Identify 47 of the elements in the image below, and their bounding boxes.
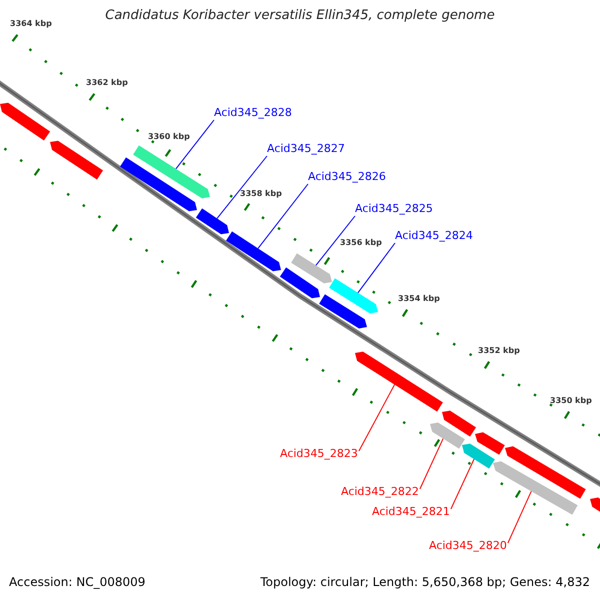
gene-block <box>442 410 476 437</box>
gene-label: Acid345_2821 <box>372 505 450 519</box>
gene-block <box>493 461 578 515</box>
gene-block <box>280 267 320 298</box>
gene-block <box>329 278 378 314</box>
scale-label: 3352 kbp <box>478 345 520 357</box>
accession-text: Accession: NC_008009 <box>9 575 146 589</box>
scale-label: 3358 kbp <box>240 188 282 200</box>
genome-info-text: Topology: circular; Length: 5,650,368 bp; Genes: 4,832 <box>260 575 590 589</box>
gene-label: Acid345_2824 <box>395 229 473 243</box>
scale-label: 3356 kbp <box>340 237 382 249</box>
scale-label: 3362 kbp <box>86 77 128 89</box>
scale-label: 3350 kbp <box>550 395 592 407</box>
leader-line <box>258 184 308 249</box>
gene-block <box>120 157 197 212</box>
gene-block <box>430 422 465 449</box>
gene-block <box>226 231 281 272</box>
scale-label: 3360 kbp <box>148 131 190 143</box>
gene-block <box>319 294 367 328</box>
leader-line <box>315 216 356 266</box>
gene-block <box>355 352 443 412</box>
gene-label: Acid345_2828 <box>214 106 292 120</box>
scale-label: 3354 kbp <box>398 293 440 305</box>
leader-line <box>507 490 532 544</box>
gene-block <box>291 253 332 284</box>
gene-block <box>462 444 495 469</box>
gene-block <box>196 208 229 234</box>
gene-block <box>590 498 600 514</box>
leader-line <box>450 458 475 510</box>
gene-label: Acid345_2825 <box>355 202 433 216</box>
gene-block <box>50 140 103 180</box>
gene-block <box>133 145 210 198</box>
gene-label: Acid345_2826 <box>308 170 386 184</box>
gene-block <box>475 432 505 455</box>
leader-line <box>419 438 444 490</box>
gene-label: Acid345_2822 <box>341 485 419 499</box>
gene-block <box>505 446 586 499</box>
gene-block <box>0 102 50 140</box>
leader-line <box>358 384 396 452</box>
gene-label: Acid345_2823 <box>280 447 358 461</box>
scale-label: 3364 kbp <box>10 18 52 30</box>
leader-line <box>175 120 214 170</box>
leader-line <box>357 242 396 294</box>
gene-label: Acid345_2820 <box>429 539 507 553</box>
gene-label: Acid345_2827 <box>267 142 345 156</box>
leader-line <box>216 156 268 219</box>
title: Candidatus Koribacter versatilis Ellin345, complete genome <box>104 9 496 23</box>
